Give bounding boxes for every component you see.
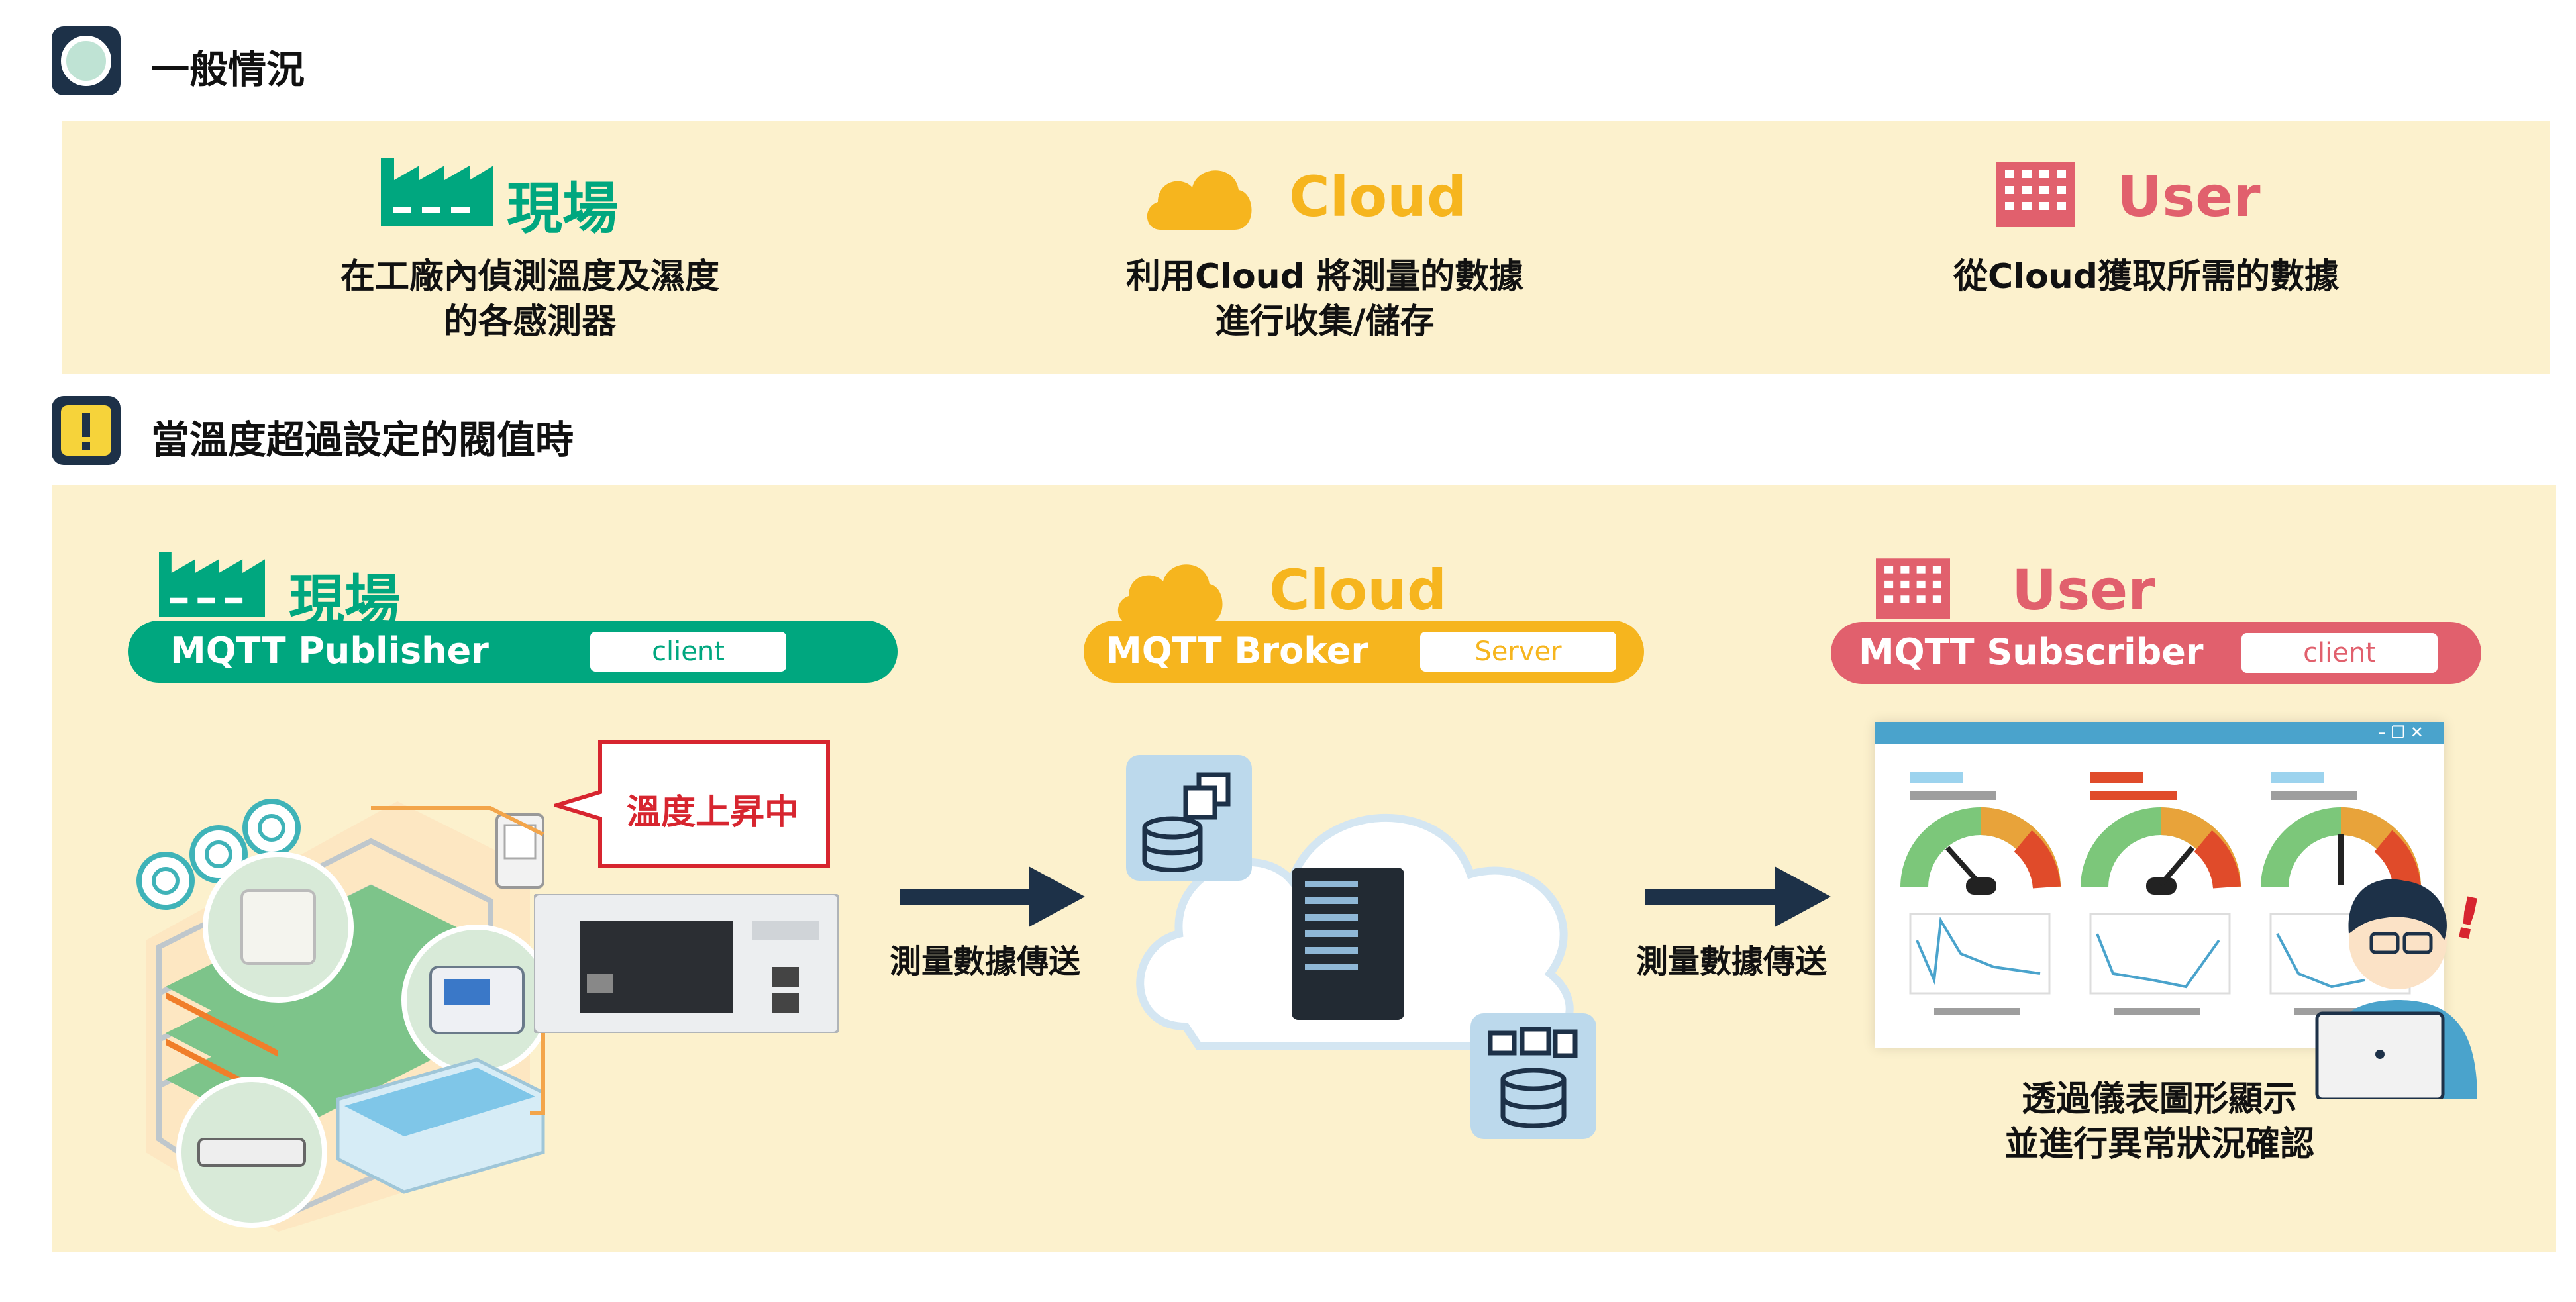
cloud-desc-line1: 利用Cloud 將測量的數據: [1125, 257, 1524, 297]
field-desc-line1: 在工廠內偵測溫度及濕度: [340, 257, 719, 297]
publisher-role: MQTT Publisher: [170, 630, 489, 672]
user-description: 從Cloud獲取所需的數據: [1875, 254, 2418, 299]
flow-user-label: User: [2012, 558, 2155, 623]
arrow-2-label: 測量數據傳送: [1636, 943, 1828, 980]
subscriber-pill: MQTT Subscriber client: [1831, 622, 2481, 684]
building-icon: [1996, 162, 2075, 230]
user-desc-line1: 從Cloud獲取所需的數據: [1953, 257, 2339, 297]
flow-cloud-label: Cloud: [1269, 558, 1447, 623]
cloud-description: 利用Cloud 將測量的數據 進行收集/儲存: [1053, 254, 1596, 344]
flow-factory-icon: [159, 551, 265, 620]
gauge-1: [1900, 772, 2061, 1015]
dashboard-window: – ❐ ✕: [1875, 722, 2444, 1048]
caption-line2: 並進行異常狀況確認: [2004, 1125, 2314, 1164]
broker-tag: Server: [1420, 632, 1616, 672]
general-section-icon: [52, 26, 121, 95]
plc-device: [533, 893, 840, 1036]
field-description: 在工廠內偵測溫度及濕度 的各感測器: [258, 254, 801, 344]
publisher-pill: MQTT Publisher client: [128, 621, 898, 683]
caption-line1: 透過儀表圖形顯示: [2021, 1079, 2297, 1119]
dashboard-caption: 透過儀表圖形顯示 並進行異常狀況確認: [1875, 1077, 2444, 1167]
window-controls-icon[interactable]: – ❐ ✕: [2378, 723, 2424, 742]
temperature-alert-callout: 溫度上昇中: [554, 739, 832, 869]
field-label: 現場: [507, 176, 619, 241]
publisher-tag: client: [590, 632, 786, 672]
factory-sensor-illustration: [119, 728, 848, 1234]
gauge-3: [2261, 772, 2421, 1015]
broker-pill: MQTT Broker Server: [1084, 621, 1644, 683]
general-section-title: 一般情況: [151, 47, 305, 92]
dashboard-titlebar: [1875, 722, 2444, 744]
warning-section-title: 當溫度超過設定的閥值時: [151, 417, 574, 462]
cloud-server-illustration: [1126, 755, 1603, 1142]
broker-role: MQTT Broker: [1106, 630, 1368, 672]
overview-panel: [62, 121, 2550, 374]
factory-icon: [381, 158, 493, 229]
flow-cloud-icon: [1113, 555, 1225, 626]
data-transfer-arrow-2: [1645, 864, 1831, 932]
user-label: User: [2117, 164, 2261, 229]
operator-with-laptop-illustration: [2305, 861, 2491, 1102]
cloud-desc-line2: 進行收集/儲存: [1215, 302, 1435, 342]
subscriber-role: MQTT Subscriber: [1859, 631, 2204, 673]
flow-building-icon: [1876, 558, 1950, 623]
cloud-label: Cloud: [1289, 164, 1467, 229]
alert-text: 溫度上昇中: [627, 793, 799, 832]
gauge-2: [2081, 772, 2241, 1015]
cloud-icon: [1142, 161, 1255, 232]
data-transfer-arrow-1: [900, 864, 1085, 932]
arrow-1-label: 測量數據傳送: [890, 943, 1081, 980]
warning-section-icon: [52, 396, 121, 465]
subscriber-tag: client: [2241, 633, 2438, 673]
field-desc-line2: 的各感測器: [443, 302, 616, 342]
